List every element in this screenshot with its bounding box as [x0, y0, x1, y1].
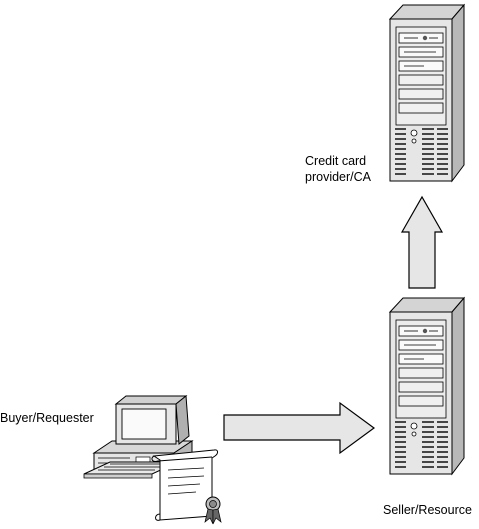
credit-card-provider-label: Credit card provider/CA	[305, 153, 371, 185]
desktop-computer-icon	[83, 395, 194, 479]
arrow-up-icon	[400, 195, 444, 289]
server-tower-icon	[389, 4, 465, 182]
arrow-right-icon	[223, 401, 376, 455]
server-tower-icon	[389, 297, 465, 475]
buyer-requester-label: Buyer/Requester	[0, 411, 94, 425]
ca-label-line2: provider/CA	[305, 170, 371, 184]
ca-label-line1: Credit card	[305, 154, 367, 168]
certificate-scroll-icon	[151, 449, 222, 525]
seller-resource-label: Seller/Resource	[383, 503, 472, 517]
